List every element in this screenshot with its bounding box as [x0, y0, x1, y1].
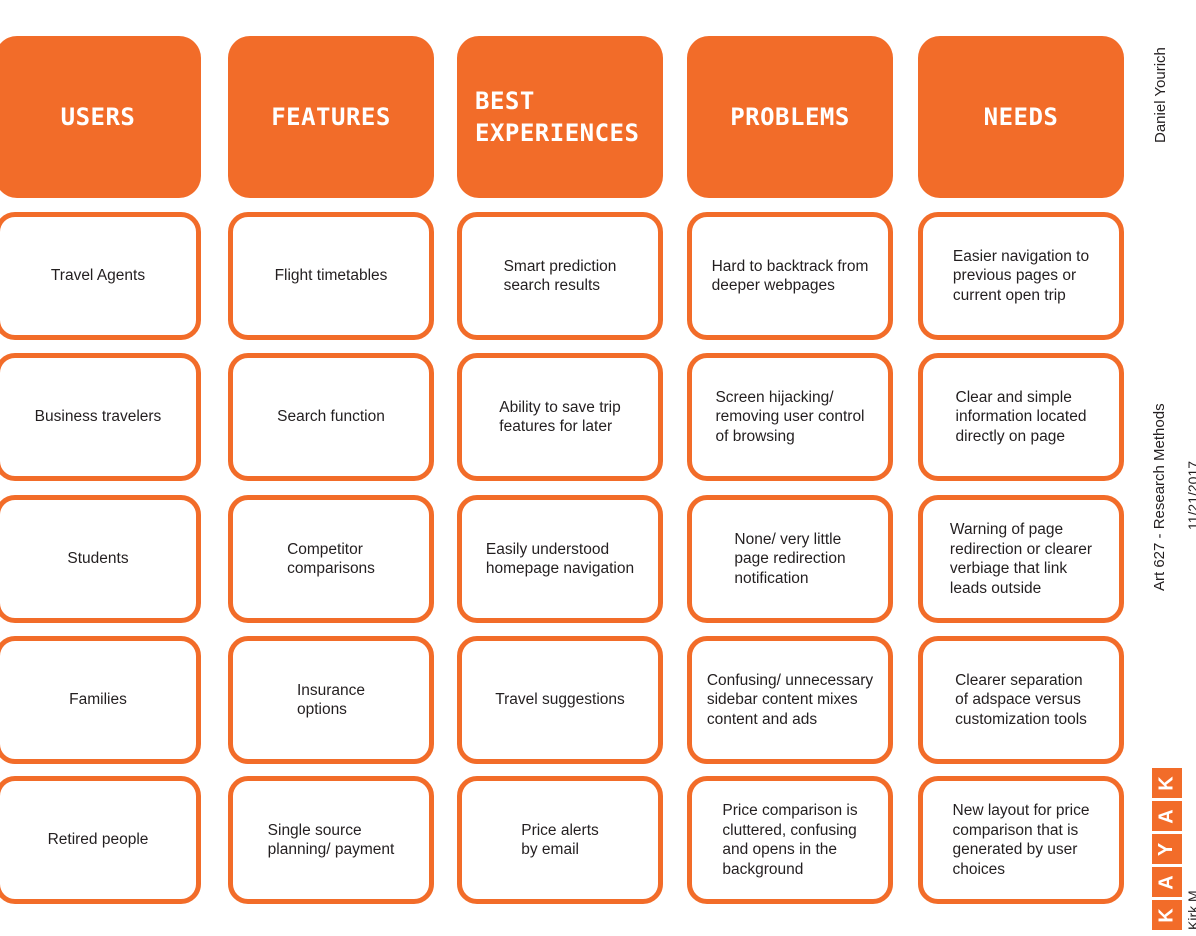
note-text: Insurance options	[296, 681, 366, 719]
note-text: Warning of page redirection or clearer v…	[949, 521, 1093, 597]
kayak-logo: K A Y A K	[1152, 768, 1182, 933]
note-card: Warning of page redirection or clearer v…	[918, 495, 1124, 623]
note-card: Clear and simple information located dir…	[918, 353, 1124, 481]
note-text: Hard to backtrack from deeper webpages	[711, 257, 869, 295]
note-card: Hard to backtrack from deeper webpages	[687, 212, 893, 340]
column-header-users: USERS	[0, 36, 201, 198]
note-card: Smart prediction search results	[457, 212, 663, 340]
note-card: Single source planning/ payment	[228, 776, 434, 904]
note-text: Competitor comparisons	[287, 540, 375, 578]
note-text: Travel Agents	[50, 267, 146, 285]
note-text: Flight timetables	[274, 267, 388, 285]
note-card: Easily understood homepage navigation	[457, 495, 663, 623]
note-card: Screen hijacking/ removing user control …	[687, 353, 893, 481]
note-text: None/ very little page redirection notif…	[734, 530, 846, 587]
column-header-best-experiences: BEST EXPERIENCES	[457, 36, 663, 198]
note-text: Clear and simple information located dir…	[955, 388, 1087, 445]
column-header-needs: NEEDS	[918, 36, 1124, 198]
note-card: Clearer separation of adspace versus cus…	[918, 636, 1124, 764]
author-name: Daniel Yourich	[1152, 47, 1169, 143]
date-label: 11/21/2017	[1185, 460, 1196, 530]
logo-tile: K	[1152, 900, 1182, 930]
note-text: Ability to save trip features for later	[499, 398, 621, 436]
note-card: Search function	[228, 353, 434, 481]
note-card: Students	[0, 495, 201, 623]
column-header-problems: PROBLEMS	[687, 36, 893, 198]
note-text: Screen hijacking/ removing user control …	[715, 388, 865, 445]
note-card: Insurance options	[228, 636, 434, 764]
course-title: Art 627 - Research Methods	[1151, 403, 1168, 591]
note-text: Students	[67, 550, 129, 568]
note-card: Travel suggestions	[457, 636, 663, 764]
note-text: Price alerts by email	[521, 821, 599, 859]
note-card: New layout for price comparison that is …	[918, 776, 1124, 904]
note-card: Easier navigation to previous pages or c…	[918, 212, 1124, 340]
note-card: Competitor comparisons	[228, 495, 434, 623]
note-card: Price alerts by email	[457, 776, 663, 904]
note-card: Families	[0, 636, 201, 764]
column-header-features: FEATURES	[228, 36, 434, 198]
note-card: Ability to save trip features for later	[457, 353, 663, 481]
note-card: Confusing/ unnecessary sidebar content m…	[687, 636, 893, 764]
note-text: Single source planning/ payment	[267, 821, 395, 859]
note-text: Travel suggestions	[495, 691, 625, 709]
note-text: Easily understood homepage navigation	[485, 540, 635, 578]
note-text: Business travelers	[34, 408, 162, 426]
note-text: Clearer separation of adspace versus cus…	[955, 671, 1087, 728]
logo-tile: A	[1152, 801, 1182, 831]
note-text: Retired people	[47, 831, 149, 849]
logo-tile: K	[1152, 768, 1182, 798]
note-text: Confusing/ unnecessary sidebar content m…	[706, 671, 874, 728]
note-text: Price comparison is cluttered, confusing…	[722, 802, 858, 878]
note-text: Search function	[277, 408, 385, 426]
note-card: None/ very little page redirection notif…	[687, 495, 893, 623]
note-card: Retired people	[0, 776, 201, 904]
note-card: Flight timetables	[228, 212, 434, 340]
logo-tile: A	[1152, 867, 1182, 897]
note-card: Price comparison is cluttered, confusing…	[687, 776, 893, 904]
logo-tile: Y	[1152, 834, 1182, 864]
note-card: Business travelers	[0, 353, 201, 481]
name-label: Kirk M	[1185, 890, 1196, 930]
note-text: Smart prediction search results	[503, 257, 617, 295]
note-text: New layout for price comparison that is …	[952, 802, 1090, 878]
note-text: Families	[69, 691, 127, 709]
note-card: Travel Agents	[0, 212, 201, 340]
note-text: Easier navigation to previous pages or c…	[952, 247, 1090, 304]
